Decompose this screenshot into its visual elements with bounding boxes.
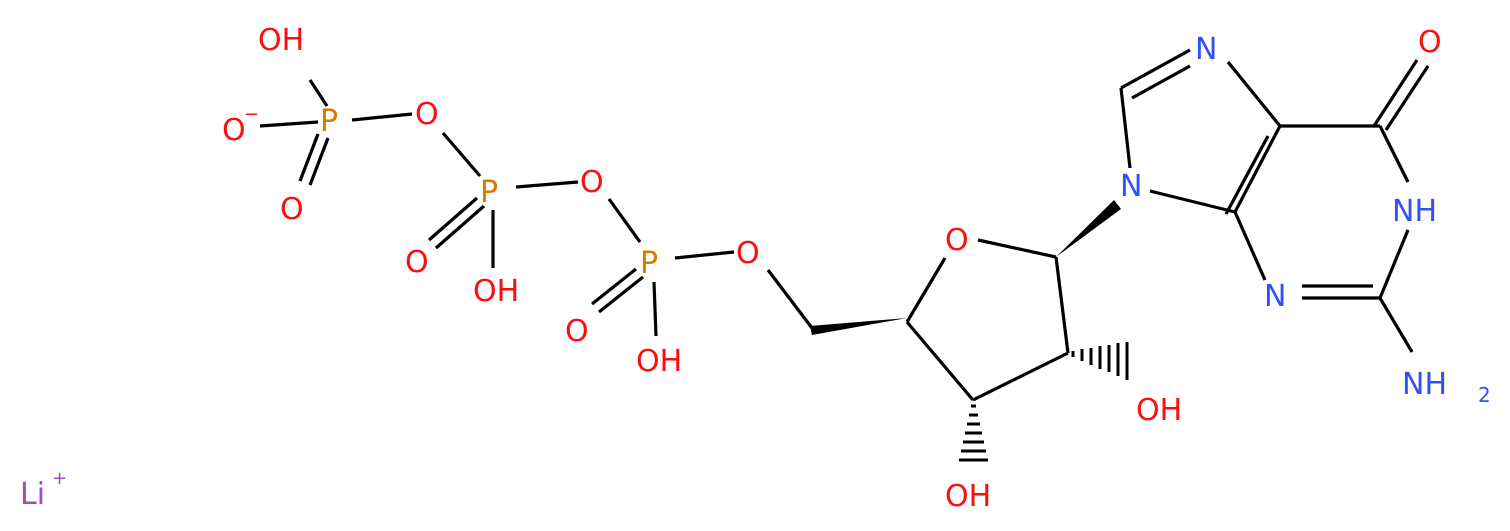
atom-label-layer: OH O − P O O P O OH O P O OH O O OH OH N…	[20, 23, 1491, 514]
atom-p1-oxide: O	[222, 113, 246, 148]
bond-p1-odbl-a	[308, 137, 330, 186]
bond-p3-oester	[674, 250, 735, 260]
bond-p3-odbl-a	[598, 275, 644, 314]
bond-n3-c4	[1233, 211, 1267, 281]
bond-c4-oring	[905, 257, 947, 323]
bond-n9-c8	[1119, 87, 1132, 169]
bond-p2-obridge2	[515, 180, 579, 189]
atom-n1-h: NH	[1392, 194, 1437, 229]
bond-c8-n7-a	[1120, 48, 1191, 90]
bond-layer	[259, 48, 1430, 462]
charge-plus: +	[52, 468, 67, 489]
hash-c2-oh	[1071, 342, 1129, 380]
amino-subscript: 2	[1478, 383, 1491, 407]
atom-amino-nh2: NH	[1402, 367, 1447, 402]
bond-c8-n7-b	[1131, 64, 1191, 100]
bond-c5-c4-b	[1224, 135, 1270, 215]
bond-p3-odbl-b	[591, 267, 637, 306]
bond-n7-c5	[1226, 60, 1282, 128]
bond-obridge2-p3	[607, 198, 642, 243]
bond-c6-n1	[1378, 125, 1410, 183]
atom-p-beta: P	[480, 175, 498, 210]
bond-c3-c4	[905, 320, 975, 402]
hash-c3-oh	[959, 404, 988, 462]
atom-2prime-hydroxyl: OH	[1136, 393, 1182, 428]
bond-p3-oh	[652, 281, 658, 337]
bond-c6-o6-a	[1372, 59, 1419, 127]
bond-c2-c3	[972, 351, 1069, 402]
bond-c2-nh2	[1378, 297, 1414, 353]
bond-p2-odbl-a	[434, 204, 486, 250]
bond-c6-o6-b	[1384, 65, 1430, 131]
charge-minus: −	[244, 104, 259, 125]
bond-p1-oh	[308, 79, 329, 107]
bond-p1-obridge1	[351, 112, 413, 122]
atom-p2-hydroxyl: OH	[473, 274, 519, 309]
atom-p3-hydroxyl: OH	[636, 344, 682, 379]
atom-3prime-hydroxyl: OH	[945, 479, 991, 514]
bond-c5-c4-a	[1233, 125, 1282, 213]
atom-bridge-o2: O	[580, 165, 604, 200]
atom-ring-o: O	[945, 223, 969, 258]
atom-n7: N	[1195, 32, 1217, 67]
atom-p1-hydroxyl: OH	[258, 23, 304, 58]
atom-lithium: Li	[20, 477, 45, 512]
atom-n9: N	[1120, 169, 1142, 204]
atom-carbonyl-o6: O	[1418, 25, 1442, 60]
atom-p1-double-o: O	[280, 192, 304, 227]
bond-oring-c1	[977, 238, 1057, 259]
bond-n1-c2	[1378, 229, 1410, 299]
wedge-c1-n9	[1056, 200, 1121, 257]
atom-p-alpha: P	[320, 104, 338, 139]
atom-p-gamma: P	[640, 246, 658, 281]
bond-obridge1-p2	[441, 131, 482, 178]
bond-p1-ominus	[259, 120, 319, 128]
atom-n3: N	[1264, 279, 1286, 314]
atom-bridge-o1: O	[415, 97, 439, 132]
bond-p2-odbl-b	[427, 196, 479, 242]
wedge-c4-c5	[810, 318, 907, 335]
bond-p1-odbl-b	[298, 133, 320, 182]
bond-c4-n9	[1149, 189, 1236, 214]
bond-oester-c5	[766, 269, 814, 329]
atom-p3-double-o: O	[565, 314, 589, 349]
atom-p2-double-o: O	[405, 245, 429, 280]
bond-c1-c2	[1054, 256, 1070, 354]
atom-ester-o: O	[736, 236, 760, 271]
